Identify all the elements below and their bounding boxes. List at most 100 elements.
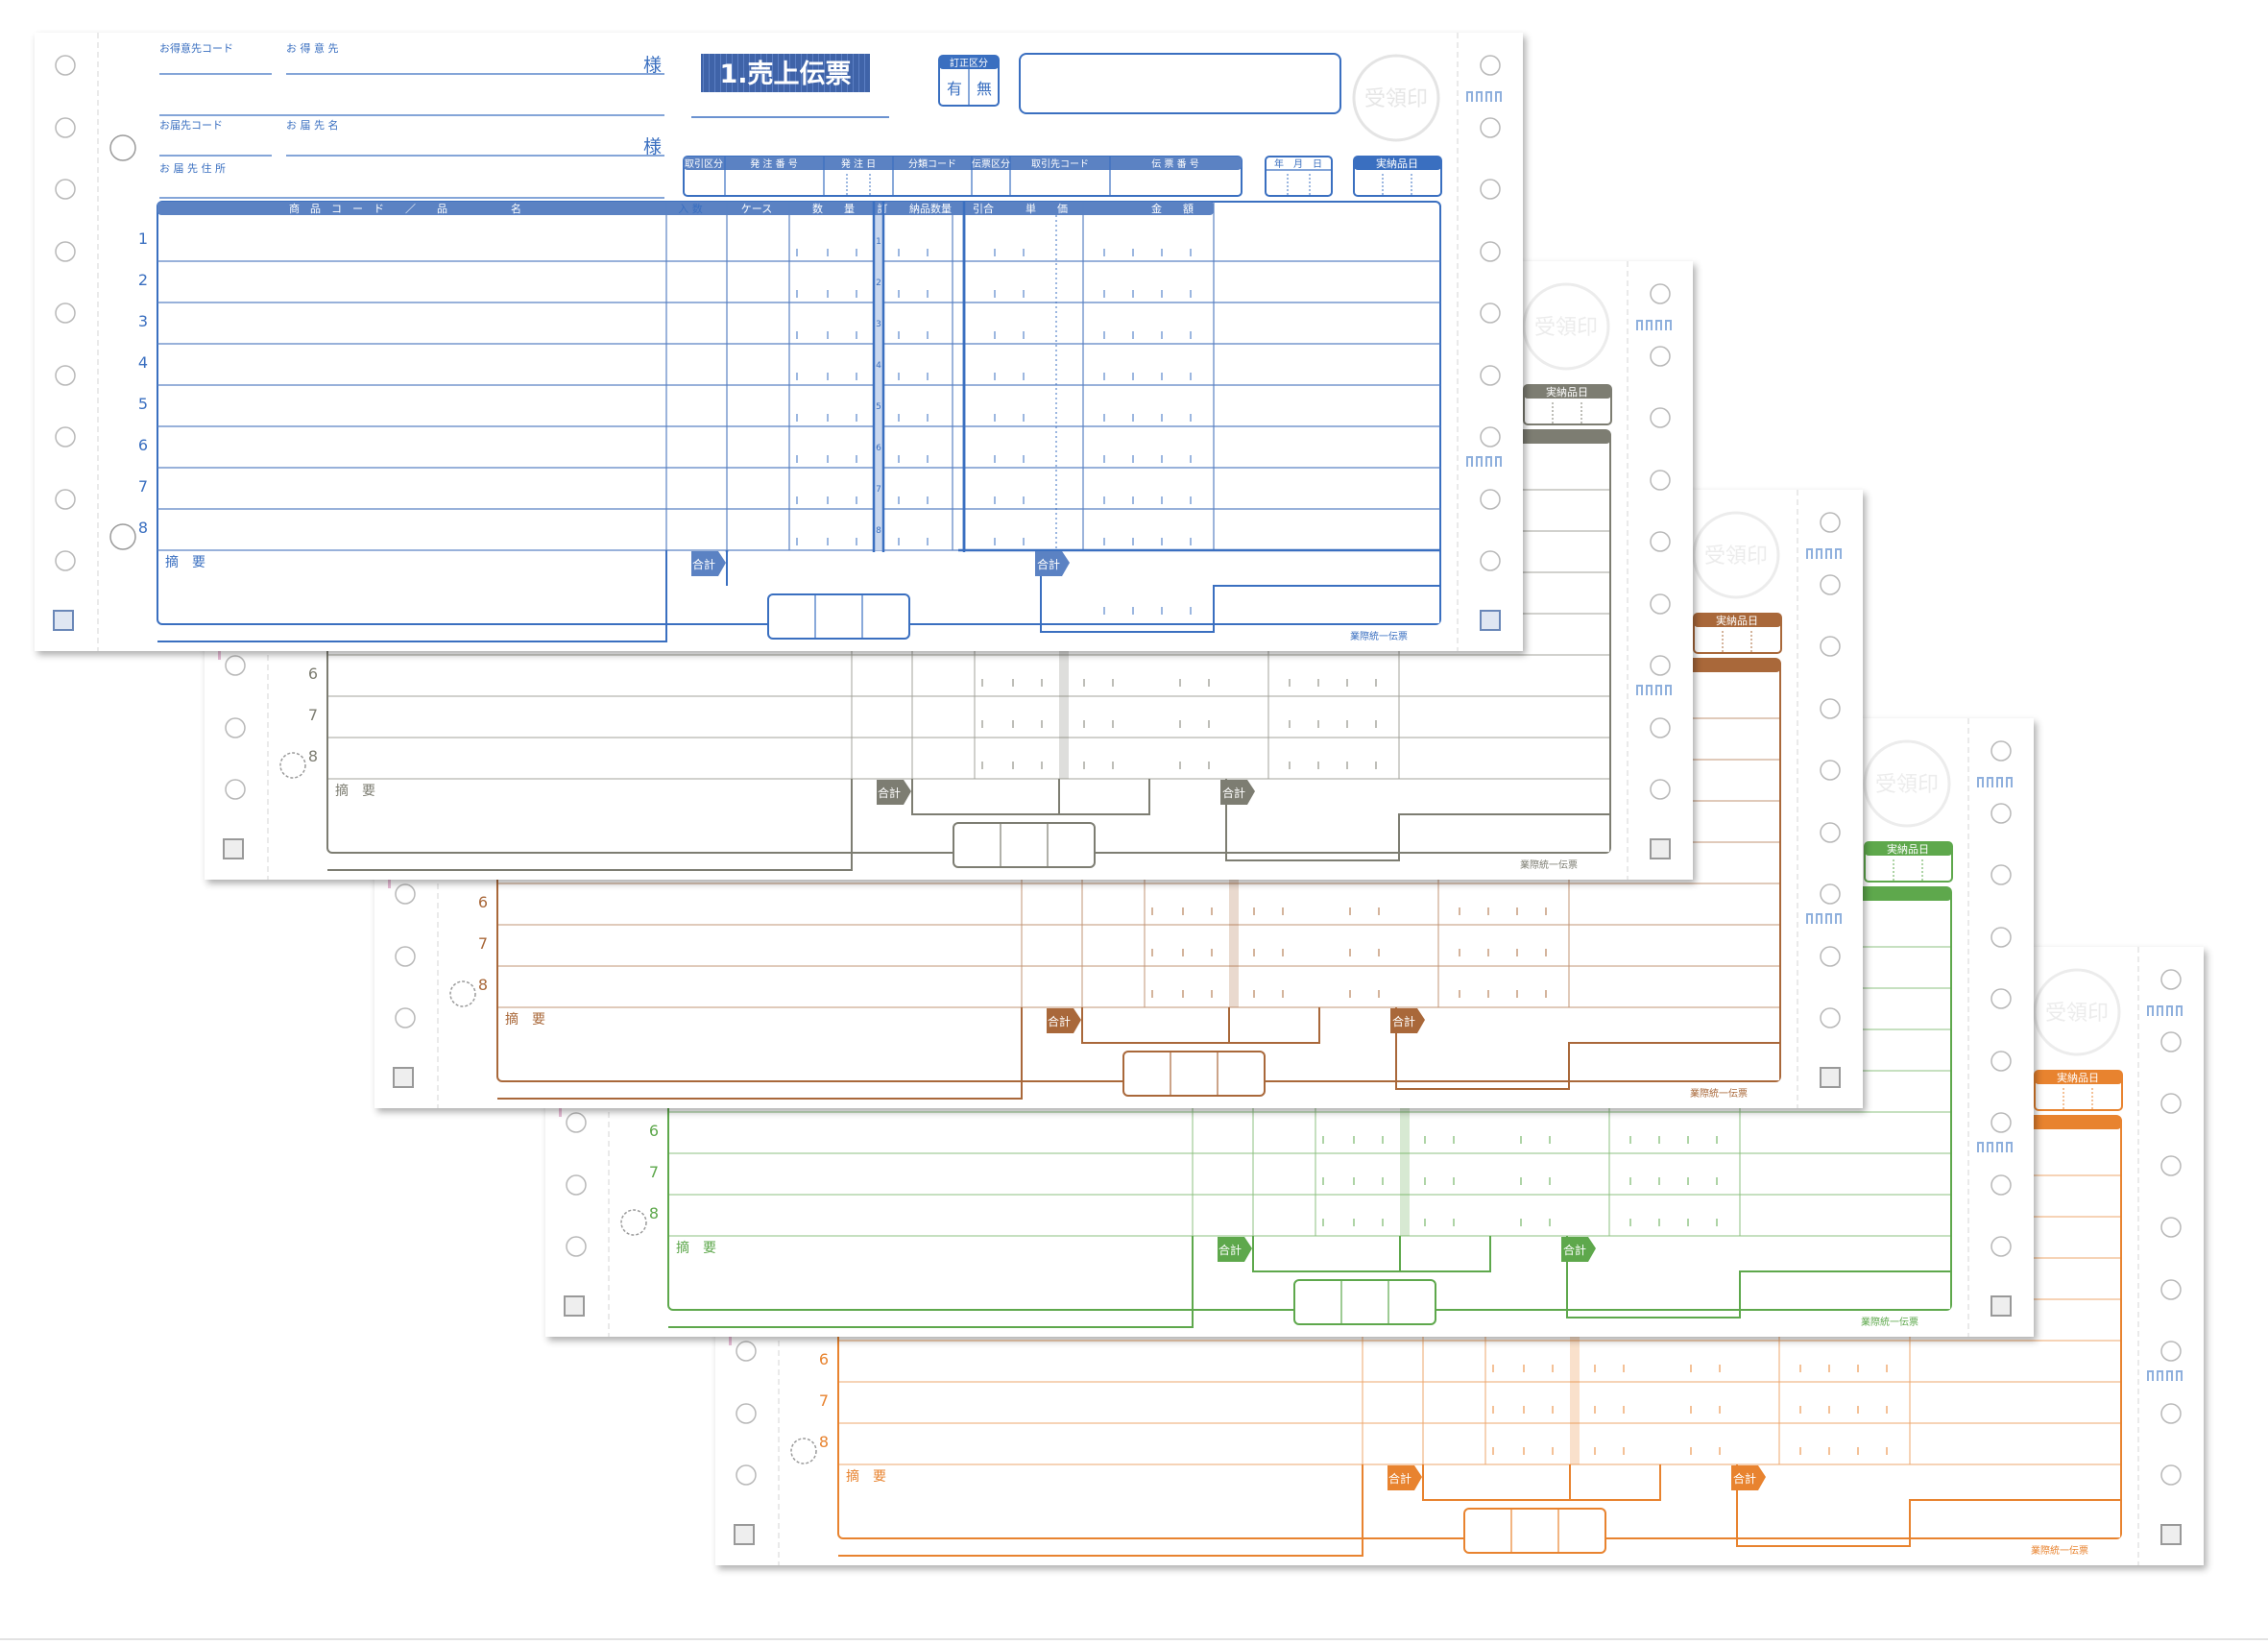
row-number-6: 6: [308, 665, 318, 683]
honorific-customer: 様: [643, 55, 662, 76]
svg-text:合計: 合計: [692, 557, 715, 571]
slip-number-box[interactable]: [1019, 53, 1341, 114]
total-tag-amount: 合計: [1561, 1237, 1596, 1262]
svg-text:6: 6: [876, 444, 881, 453]
correction-no[interactable]: 無: [977, 80, 992, 98]
info-header-2: 発 注 日: [841, 157, 876, 170]
total-tag-amount: 合計: [1035, 551, 1070, 576]
row-number-5: 5: [138, 395, 148, 413]
svg-text:1: 1: [876, 237, 881, 247]
receipt-stamp-label: 受領印: [1364, 87, 1428, 111]
delivery-address-label: お 届 先 住 所: [159, 161, 226, 175]
info-header-1: 発 注 番 号: [750, 157, 798, 170]
svg-text:2: 2: [876, 278, 881, 288]
total-tag-qty: 合計: [1218, 1237, 1252, 1262]
receipt-stamp-circle: [1522, 282, 1610, 371]
row-number-7: 7: [308, 706, 318, 724]
grid-header-amount: 金 額: [1151, 202, 1194, 215]
grid-header-unit-price: 単 価: [1025, 202, 1068, 215]
row-number-8: 8: [138, 519, 148, 537]
receipt-stamp-circle: [1692, 511, 1780, 599]
total-tag-amount: 合計: [1390, 1008, 1425, 1033]
row-number-7: 7: [819, 1391, 829, 1410]
receipt-stamp-label: 受領印: [2045, 1002, 2109, 1026]
footer-label: 業際統一伝票: [1690, 1087, 1748, 1100]
receipt-stamp-circle: [2033, 968, 2121, 1056]
grid-header-qty: 数 量: [812, 203, 855, 215]
registration-mark-right: [2160, 1524, 2182, 1545]
row-number-8: 8: [478, 976, 488, 994]
total-tag-qty: 合計: [1387, 1465, 1422, 1490]
registration-mark-right: [1480, 610, 1501, 631]
row-number-6: 6: [478, 893, 488, 911]
total-tag-amount: 合計: [1220, 780, 1255, 805]
row-number-7: 7: [138, 477, 148, 496]
registration-mark-right: [1650, 838, 1671, 859]
customer-code-label: お得意先コード: [159, 41, 233, 55]
floor-line: [0, 1638, 2268, 1640]
subtotal-box: [1122, 1051, 1266, 1097]
info-header-0: 取引区分: [685, 158, 723, 170]
row-number-6: 6: [649, 1122, 659, 1140]
memo-label: 摘 要: [335, 783, 375, 799]
row-number-6: 6: [138, 436, 148, 454]
svg-text:4: 4: [876, 361, 881, 371]
actual-delivery-date-label: 実納品日: [1887, 842, 1929, 856]
delivery-code-label: お届先コード: [159, 119, 223, 132]
total-tag-qty: 合計: [1047, 1008, 1081, 1033]
grid-header-delivered-qty: 納品数量: [909, 203, 952, 215]
footer-label: 業際統一伝票: [1520, 859, 1578, 871]
receipt-stamp-label: 受領印: [1875, 773, 1939, 797]
footer-label: 業際統一伝票: [2031, 1544, 2088, 1557]
delivery-name-label: お 届 先 名: [286, 118, 339, 132]
svg-text:7: 7: [876, 485, 881, 495]
grid-header-product: 商 品 コ ー ド ／ 品 名: [289, 202, 521, 215]
row-number-2: 2: [138, 271, 148, 289]
svg-text:合計: 合計: [1048, 1014, 1071, 1028]
row-number-4: 4: [138, 353, 148, 372]
subtotal-box: [1293, 1279, 1436, 1325]
memo-label: 摘 要: [846, 1468, 886, 1485]
right-feed-holes: [2160, 969, 2182, 1486]
binding-hole: [620, 1209, 647, 1236]
receipt-stamp-circle: [1863, 739, 1951, 828]
binding-hole: [449, 980, 476, 1007]
registration-mark-left: [734, 1524, 755, 1545]
grid-header-discount: 引合: [973, 202, 994, 215]
binding-hole: [790, 1438, 817, 1464]
honorific-delivery: 様: [643, 136, 662, 157]
feed-tick-marks: [1806, 548, 1842, 924]
total-tag-qty: 合計: [877, 780, 911, 805]
subtotal-box: [1463, 1508, 1606, 1554]
right-feed-holes: [1991, 740, 2012, 1257]
info-header-3: 分類コード: [908, 158, 956, 170]
feed-tick-marks: [2147, 1005, 2183, 1381]
date-box[interactable]: [1265, 156, 1333, 197]
info-header-6: 伝 票 番 号: [1151, 158, 1199, 170]
svg-text:8: 8: [876, 526, 881, 536]
row-number-8: 8: [308, 747, 318, 765]
row-number-8: 8: [649, 1204, 659, 1222]
feed-tick-marks: [1636, 320, 1672, 695]
svg-text:合計: 合計: [1392, 1014, 1415, 1028]
total-tag-amount: 合計: [1731, 1465, 1766, 1490]
subtotal-box: [953, 822, 1096, 868]
actual-delivery-date-label: 実納品日: [1376, 157, 1418, 170]
registration-mark-left: [53, 610, 74, 631]
date-header: 年 月 日: [1274, 157, 1322, 170]
actual-delivery-date-label: 実納品日: [1546, 385, 1588, 399]
left-feed-holes: [55, 55, 76, 571]
svg-text:合計: 合計: [1218, 1243, 1242, 1257]
svg-text:合計: 合計: [1563, 1243, 1586, 1257]
correction-yes[interactable]: 有: [947, 80, 962, 98]
memo-label: 摘 要: [676, 1240, 716, 1256]
svg-text:3: 3: [876, 320, 881, 329]
subtotal-box: [767, 593, 910, 640]
total-tag-qty: 合計: [691, 551, 726, 576]
receipt-stamp-label: 受領印: [1534, 316, 1598, 340]
receipt-stamp-label: 受領印: [1704, 544, 1768, 568]
slip-title: 1.売上伝票: [719, 60, 851, 89]
correction-label: 訂正区分: [950, 57, 988, 69]
actual-delivery-date-label: 実納品日: [2057, 1071, 2099, 1084]
row-number-1: 1: [138, 230, 148, 248]
